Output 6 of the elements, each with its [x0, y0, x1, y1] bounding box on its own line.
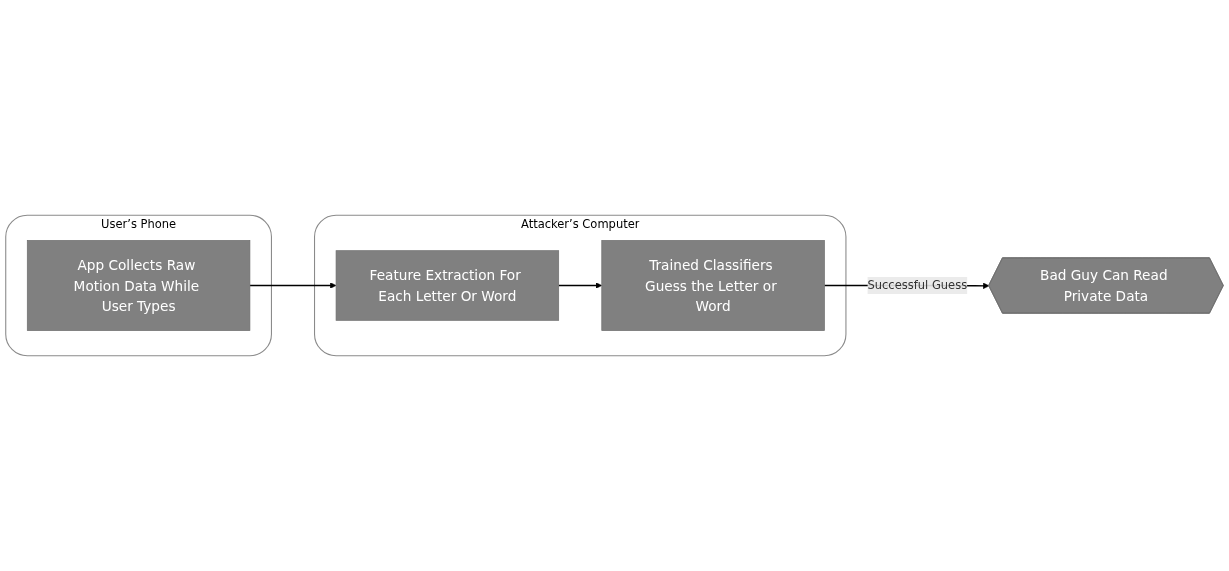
node-box: Feature Extraction For Each Letter Or Word [335, 250, 560, 321]
node-box: App Collects Raw Motion Data While User Types [26, 240, 251, 331]
arrow [249, 282, 337, 289]
node-box: Trained Classifiers Guess the Letter or Word [601, 240, 825, 331]
edge-label: Successful Guess [867, 278, 968, 292]
arrow [557, 282, 603, 289]
